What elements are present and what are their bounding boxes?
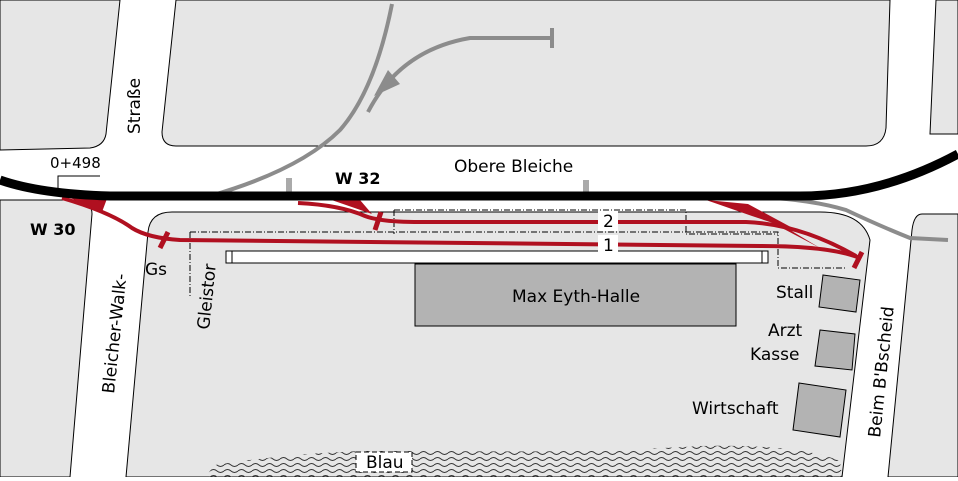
stop-bar-gs: [157, 230, 171, 250]
building-arzt-kasse: [814, 329, 856, 371]
old-track-west: [209, 3, 394, 198]
km-label: 0+498: [50, 154, 101, 172]
track-1: [61, 196, 861, 260]
signal-label-gs: Gs: [145, 260, 167, 280]
block-northwest: [0, 0, 121, 151]
joint-pad: [286, 178, 292, 194]
old-track-frog: [374, 70, 400, 96]
street-label-strasse: Straße: [125, 78, 145, 134]
block-east: [887, 213, 958, 478]
stop-bar-w32: [372, 211, 384, 231]
clearance-track-1: [189, 231, 846, 296]
old-track-siding: [366, 36, 552, 113]
track-number-1: 1: [603, 236, 614, 256]
block-north: [161, 0, 891, 147]
building-wirtschaft: [792, 382, 847, 438]
block-west: [0, 199, 93, 478]
building-stall: [818, 274, 861, 313]
joint-pad: [583, 180, 589, 194]
building-label-stall: Stall: [776, 283, 813, 303]
main-railway: [0, 150, 958, 201]
street-label-obere-bleiche: Obere Bleiche: [454, 157, 573, 177]
building-label-kasse: Kasse: [750, 345, 799, 365]
river-label: Blau: [366, 453, 404, 473]
river-label-bg: [355, 451, 413, 473]
km-marker: [57, 175, 100, 196]
switch-label-w32: W 32: [335, 169, 380, 188]
block-northeast: [929, 0, 958, 135]
building-label-max-eyth-halle: Max Eyth-Halle: [512, 287, 640, 307]
stop-bar-east: [851, 250, 865, 270]
building-max-eyth-halle: [414, 263, 737, 327]
switch-fan-east-2: [744, 208, 820, 248]
building-label-arzt: Arzt: [768, 321, 803, 341]
track-2: [297, 201, 857, 258]
street-label-bleicher-walk: Bleicher-Walk-: [99, 273, 131, 395]
track-number-2: 2: [603, 212, 614, 232]
platform: [225, 250, 769, 264]
switch-label-w30: W 30: [30, 220, 75, 239]
building-label-wirtschaft: Wirtschaft: [692, 399, 779, 419]
track-number-bg: [598, 211, 618, 231]
track-number-bg: [598, 235, 618, 255]
